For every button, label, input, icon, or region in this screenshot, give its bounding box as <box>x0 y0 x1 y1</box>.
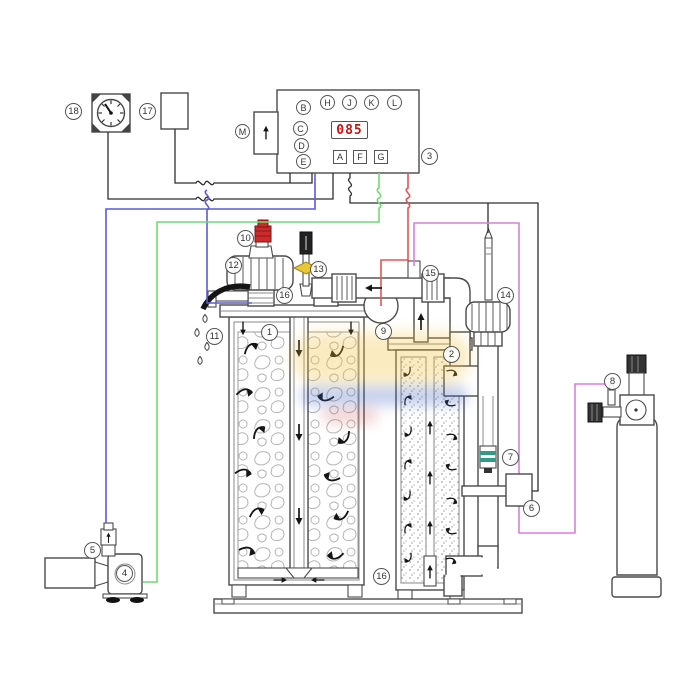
wire-blue-pump <box>105 173 316 523</box>
reactor-vessel-1 <box>194 219 375 598</box>
union-fitting <box>421 273 445 303</box>
panel-button-a[interactable]: A <box>333 150 347 164</box>
wiring <box>105 129 611 583</box>
callout-4: 4 <box>116 565 133 582</box>
co2-injector-13 <box>292 231 320 297</box>
panel-button-b[interactable]: B <box>296 100 311 115</box>
panel-button-j[interactable]: J <box>342 95 357 110</box>
union-fitting <box>331 273 357 303</box>
panel-button-k[interactable]: K <box>364 95 379 110</box>
probe-cap-14 <box>465 301 511 333</box>
co2-cylinder-8 <box>587 354 662 598</box>
feed-pump-4 <box>44 522 148 603</box>
callout-10: 10 <box>237 230 254 247</box>
drain-hose <box>200 283 251 311</box>
ph-probe <box>484 227 493 301</box>
panel-button-h[interactable]: H <box>320 95 335 110</box>
float-sensor-7 <box>479 445 497 473</box>
wire-sensor-bus <box>347 173 539 492</box>
panel-button-c[interactable]: C <box>293 121 308 136</box>
co2-tube-pink <box>413 222 611 534</box>
callout-3: 3 <box>421 148 438 165</box>
wire-module <box>174 129 313 186</box>
panel-button-g[interactable]: G <box>374 150 388 164</box>
wire-timer <box>107 132 334 202</box>
elbow-down <box>443 277 471 341</box>
base-plate <box>213 598 523 614</box>
module-17 <box>160 92 189 130</box>
callout-11: 11 <box>206 328 223 345</box>
callout-8: 8 <box>604 373 621 390</box>
co2-regulator <box>587 354 655 426</box>
callout-17: 17 <box>139 103 156 120</box>
wire-red-pump9 <box>380 173 411 306</box>
drip-droplets <box>194 313 210 366</box>
callout-15: 15 <box>422 265 439 282</box>
panel-display: 085 <box>331 121 368 139</box>
callout-14: 14 <box>497 287 514 304</box>
callout-9: 9 <box>375 323 392 340</box>
callout-1: 1 <box>261 324 278 341</box>
callout-18: 18 <box>65 103 82 120</box>
callout-16-bottom: 16 <box>373 568 390 585</box>
panel-button-f[interactable]: F <box>353 150 367 164</box>
cylinder-body <box>616 416 658 576</box>
wire-green-pump4 <box>143 173 382 583</box>
callout-6: 6 <box>523 500 540 517</box>
panel-button-d[interactable]: D <box>294 138 309 153</box>
pump-motor <box>44 557 96 589</box>
callout-5: 5 <box>84 542 101 559</box>
timer-18 <box>91 93 131 133</box>
needle-valve-outlet <box>607 388 616 406</box>
callout-12: 12 <box>225 257 242 274</box>
callout-7: 7 <box>502 449 519 466</box>
callout-16-top: 16 <box>276 287 293 304</box>
callout-13: 13 <box>310 261 327 278</box>
panel-button-l[interactable]: L <box>387 95 402 110</box>
panel-button-e[interactable]: E <box>296 154 311 169</box>
callout-2: 2 <box>443 346 460 363</box>
sensor-bar <box>461 485 509 497</box>
wire-blue-branch <box>204 189 252 304</box>
panel-label-m: M <box>235 124 250 139</box>
vent-valve-10 <box>248 219 274 259</box>
